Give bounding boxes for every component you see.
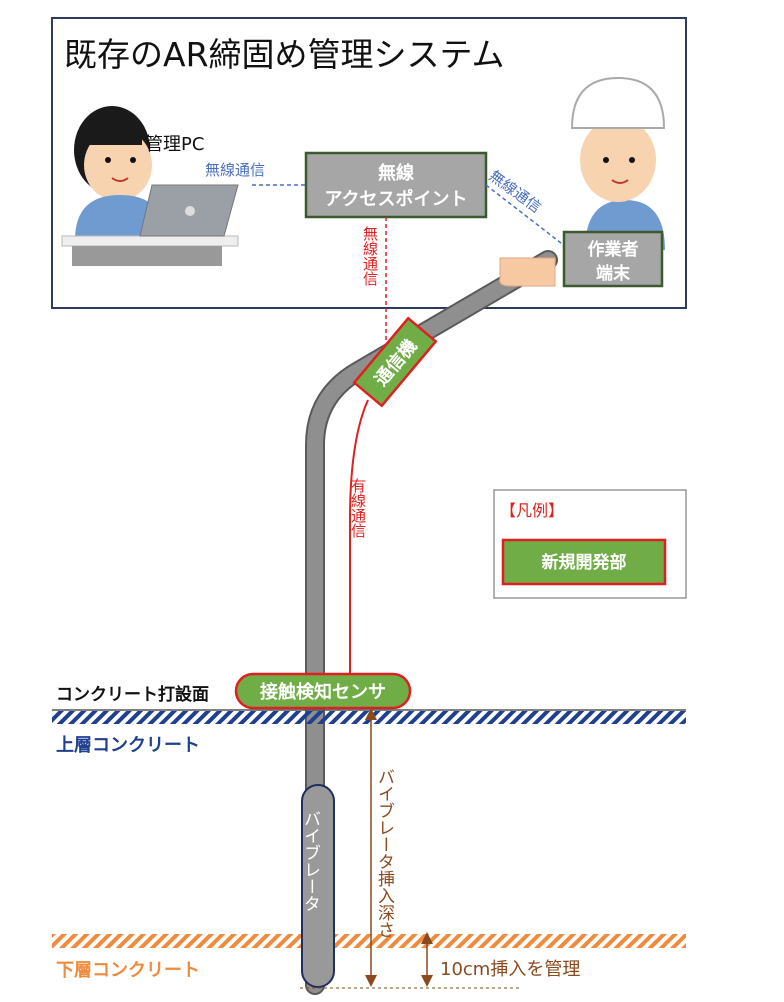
upper-layer-hatch (52, 711, 686, 724)
worker-terminal-line2: 端末 (596, 263, 631, 284)
contact-sensor (234, 672, 412, 710)
insert-label: 10cm挿入を管理 (440, 959, 580, 980)
pc-operator-illustration (61, 106, 239, 266)
access-point-line2: アクセスポイント (324, 188, 467, 210)
system-title: 既存のAR締固め管理システム (64, 35, 505, 74)
worker-terminal-line1: 作業者 (588, 239, 639, 260)
pc-link-label: 無線通信 (205, 161, 265, 179)
sensor-label: 接触検知センサ (260, 681, 386, 703)
legend-new-dev-swatch (501, 538, 667, 586)
device-link-label: 無線通信 (361, 226, 379, 286)
vibrator-head (301, 784, 335, 988)
legend-new-dev-label: 新規開発部 (542, 552, 627, 573)
lower-layer-hatch (52, 934, 686, 948)
vibrator-hose (307, 252, 556, 993)
upper-layer-label: 上層コンクリート (56, 735, 200, 756)
wired-link-label: 有線通信 (349, 478, 367, 538)
depth-label: バイブレータ挿入深さ (374, 768, 395, 938)
access-point-line1: 無線 (378, 162, 414, 184)
lower-layer-label: 下層コンクリート (56, 960, 200, 981)
legend-title: 【凡例】 (500, 501, 564, 520)
terminal-wireless-link (485, 184, 571, 251)
access-point-box (304, 151, 488, 219)
vibrator-label: バイブレータ (300, 810, 320, 912)
surface-label: コンクリート打設面 (56, 684, 209, 705)
pc-label: 管理PC (145, 134, 204, 155)
wired-link (349, 399, 369, 680)
worker-terminal-box (562, 230, 664, 288)
